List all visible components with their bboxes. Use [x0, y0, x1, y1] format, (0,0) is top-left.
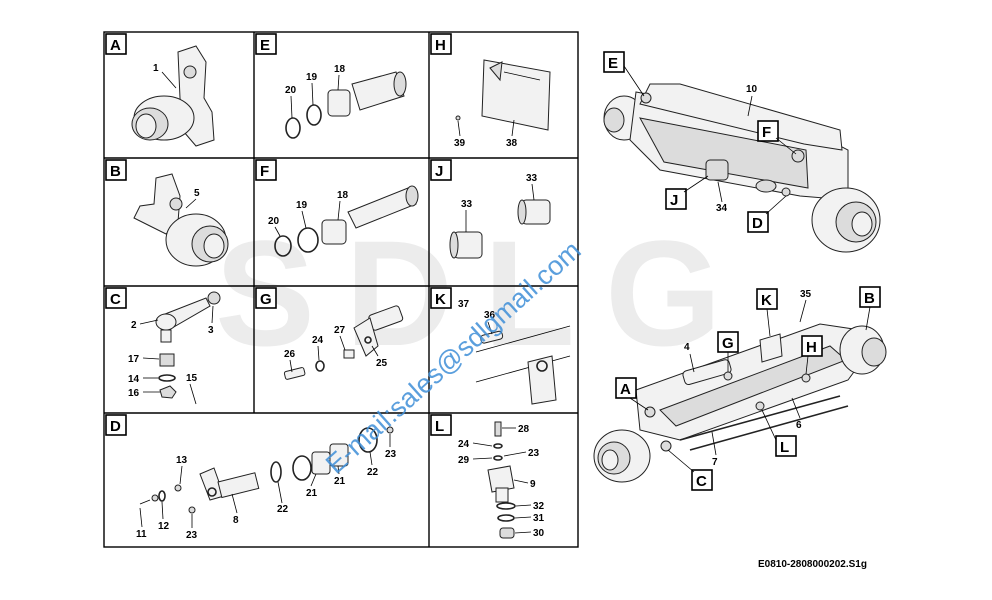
svg-text:13: 13 [176, 455, 188, 466]
svg-text:H: H [806, 339, 817, 356]
svg-text:E: E [608, 55, 618, 72]
svg-text:D: D [752, 215, 763, 232]
svg-text:B: B [864, 290, 875, 307]
svg-text:18: 18 [337, 190, 349, 201]
svg-text:K: K [761, 292, 772, 309]
panel-h-letter: H [435, 37, 446, 54]
svg-text:22: 22 [367, 467, 379, 478]
svg-text:19: 19 [306, 72, 318, 83]
svg-text:23: 23 [186, 530, 198, 541]
svg-text:J: J [670, 192, 678, 209]
panel-l-letter: L [435, 418, 444, 435]
svg-text:32: 32 [533, 501, 545, 512]
svg-text:33: 33 [526, 173, 538, 184]
svg-text:23: 23 [385, 449, 397, 460]
svg-text:28: 28 [518, 424, 530, 435]
svg-text:20: 20 [268, 216, 280, 227]
panel-f-letter: F [260, 163, 269, 180]
svg-text:27: 27 [334, 325, 346, 336]
svg-text:10: 10 [746, 84, 758, 95]
svg-text:A: A [620, 381, 631, 398]
svg-text:39: 39 [454, 138, 466, 149]
svg-text:16: 16 [128, 388, 140, 399]
steering-knuckle-left [131, 45, 215, 147]
svg-text:C: C [696, 473, 707, 490]
drawing-code: E0810-2808000202.S1g [758, 559, 867, 570]
svg-text:5: 5 [194, 188, 200, 199]
svg-text:12: 12 [158, 521, 170, 532]
svg-text:36: 36 [484, 310, 496, 321]
svg-text:23: 23 [528, 448, 540, 459]
panel-d-letter: D [110, 418, 121, 435]
svg-text:24: 24 [312, 335, 324, 346]
svg-text:20: 20 [285, 85, 297, 96]
svg-text:7: 7 [712, 457, 718, 468]
panel-e: E 20 19 18 [255, 33, 407, 139]
svg-text:8: 8 [233, 515, 239, 526]
svg-text:L: L [780, 439, 789, 456]
svg-text:21: 21 [334, 476, 346, 487]
svg-text:4: 4 [684, 342, 690, 353]
svg-text:24: 24 [458, 439, 470, 450]
panel-b-letter: B [110, 163, 121, 180]
panel-k-letter: K [435, 291, 446, 308]
svg-text:19: 19 [296, 200, 308, 211]
svg-text:2: 2 [131, 320, 137, 331]
panel-l: L 28 24 23 29 9 32 31 30 [430, 414, 545, 539]
svg-text:15: 15 [186, 373, 198, 384]
svg-text:22: 22 [277, 504, 289, 515]
axle-assembly-top: E F J D 10 34 [603, 51, 881, 253]
panel-b: B 5 [105, 159, 229, 267]
panel-g-letter: G [260, 291, 272, 308]
svg-text:1: 1 [153, 63, 159, 74]
svg-text:11: 11 [136, 529, 147, 540]
svg-text:37: 37 [458, 299, 470, 310]
panel-j-letter: J [435, 163, 443, 180]
panel-c: C 2 3 17 14 15 16 [105, 287, 221, 405]
panel-g: G 27 24 26 25 [255, 287, 404, 380]
brand-watermark: SDLG [215, 209, 752, 377]
svg-text:17: 17 [128, 354, 140, 365]
svg-text:3: 3 [208, 325, 214, 336]
panel-f: F 18 19 20 [255, 159, 419, 257]
svg-text:F: F [762, 124, 771, 141]
svg-text:G: G [722, 335, 734, 352]
svg-text:14: 14 [128, 374, 140, 385]
svg-text:33: 33 [461, 199, 473, 210]
panel-k: K 37 36 [430, 287, 571, 405]
panel-d: D 13 11 12 23 8 22 21 21 22 23 [105, 414, 397, 541]
panel-e-letter: E [260, 37, 270, 54]
svg-text:30: 30 [533, 528, 545, 539]
svg-text:38: 38 [506, 138, 518, 149]
svg-text:6: 6 [796, 420, 802, 431]
panel-j: J 33 33 [430, 159, 551, 259]
svg-text:26: 26 [284, 349, 296, 360]
panel-grid [103, 31, 579, 548]
panel-h: H 39 38 [430, 33, 551, 149]
axle-assembly-bottom: K B G H A C L 35 4 6 7 [593, 286, 887, 491]
panel-a: A 1 [105, 33, 215, 147]
panel-c-letter: C [110, 291, 121, 308]
panel-a-letter: A [110, 37, 121, 54]
svg-text:29: 29 [458, 455, 470, 466]
svg-text:34: 34 [716, 203, 728, 214]
steering-knuckle-right [133, 173, 229, 267]
svg-text:21: 21 [306, 488, 318, 499]
svg-text:18: 18 [334, 64, 346, 75]
svg-text:25: 25 [376, 358, 388, 369]
svg-text:35: 35 [800, 289, 812, 300]
svg-text:31: 31 [533, 513, 545, 524]
svg-text:9: 9 [530, 479, 536, 490]
